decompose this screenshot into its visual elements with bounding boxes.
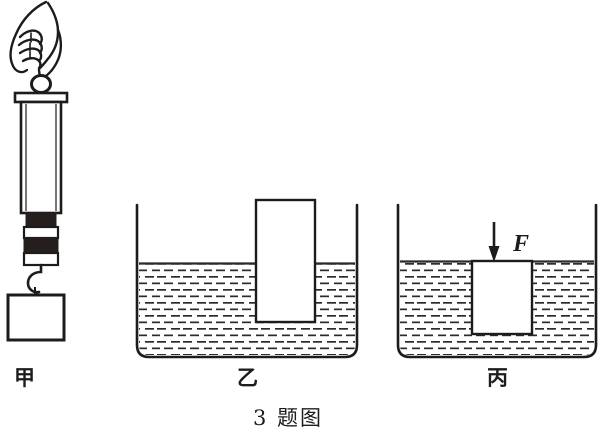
suspension-ring bbox=[30, 74, 52, 94]
hand-holding-ring bbox=[9, 0, 63, 81]
scale-cap-plate bbox=[13, 91, 69, 104]
suspended-block bbox=[6, 293, 66, 342]
force-label-f: F bbox=[513, 231, 530, 257]
scale-hook bbox=[26, 263, 43, 294]
beaker-outline-bing bbox=[396, 203, 598, 359]
panel-label-bing: 丙 bbox=[487, 365, 508, 390]
floating-block bbox=[254, 198, 317, 324]
panel-jia bbox=[6, 0, 69, 342]
figure-caption: 3 题图 bbox=[253, 406, 324, 430]
downward-force-arrow bbox=[488, 222, 500, 262]
water-fill-yi bbox=[139, 260, 355, 355]
panel-bing bbox=[396, 203, 598, 359]
scale-graduation-bands bbox=[22, 212, 60, 267]
panel-label-jia: 甲 bbox=[14, 365, 35, 390]
submerged-block bbox=[470, 259, 534, 336]
scale-tube-body bbox=[19, 100, 63, 215]
panel-yi bbox=[135, 198, 359, 359]
beaker-outline-yi bbox=[135, 203, 359, 359]
panel-label-yi: 乙 bbox=[237, 365, 258, 390]
